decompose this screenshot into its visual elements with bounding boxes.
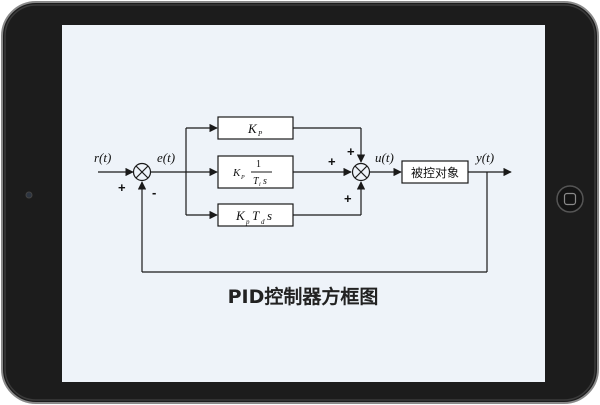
sign-sum-left: + bbox=[328, 154, 336, 169]
p-gain-symbol: K bbox=[247, 121, 258, 136]
signal-label-output: y(t) bbox=[474, 150, 494, 165]
d-time-subscript: d bbox=[261, 218, 265, 226]
pid-block-diagram bbox=[98, 116, 512, 273]
i-numerator: 1 bbox=[256, 159, 261, 170]
sign-feedback-minus: - bbox=[152, 185, 156, 200]
d-s-symbol: s bbox=[267, 208, 272, 223]
home-button-icon[interactable] bbox=[556, 185, 584, 213]
plant-label: 被控对象 bbox=[411, 166, 459, 180]
diagram-caption: PID控制器方框图 bbox=[228, 285, 379, 308]
sign-sum-bottom: + bbox=[344, 191, 352, 206]
camera-icon bbox=[25, 191, 33, 199]
sign-sum-top: + bbox=[347, 144, 355, 159]
signal-label-reference: r(t) bbox=[94, 150, 111, 165]
d-gain-symbol: K bbox=[235, 208, 246, 223]
sign-input-plus: + bbox=[118, 180, 126, 195]
p-gain-subscript: P bbox=[257, 130, 263, 138]
i-denominator-s: s bbox=[263, 176, 267, 187]
signal-label-control: u(t) bbox=[375, 150, 394, 165]
d-gain-subscript: p bbox=[245, 218, 250, 226]
i-denominator-T-subscript: i bbox=[259, 182, 261, 188]
i-denominator-T: T bbox=[253, 176, 260, 187]
i-gain-symbol: K bbox=[232, 167, 241, 179]
screen bbox=[62, 25, 545, 382]
d-time-symbol: T bbox=[252, 208, 260, 223]
signal-label-error: e(t) bbox=[157, 150, 175, 165]
summing-junction-controller bbox=[351, 162, 371, 182]
summing-junction-input bbox=[132, 162, 152, 182]
i-gain-subscript: P bbox=[240, 175, 245, 181]
